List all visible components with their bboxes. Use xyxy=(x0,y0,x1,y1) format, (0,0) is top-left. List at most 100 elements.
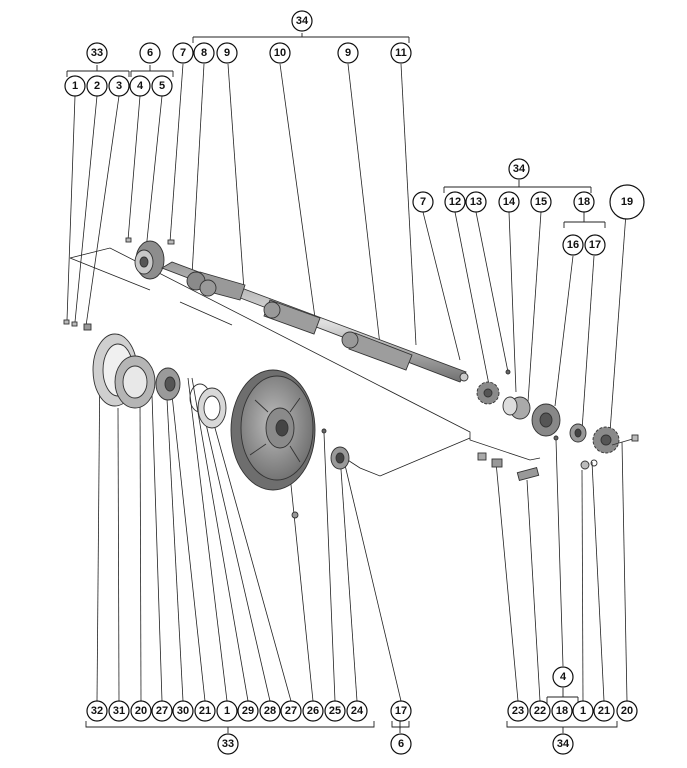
sprocket-icon xyxy=(476,381,620,454)
callout-5-top[interactable]: 5 xyxy=(151,75,173,97)
callout-4-top[interactable]: 4 xyxy=(129,75,151,97)
highlight-ring xyxy=(609,184,645,220)
callout-1-top[interactable]: 1 xyxy=(64,75,86,97)
callouts: 34 33 6 7 8 9 10 9 11 1 2 3 4 5 34 7 12 … xyxy=(64,10,645,755)
callout-19-highlighted[interactable]: 19 xyxy=(609,184,645,220)
callout-1-bottom-right[interactable]: 1 xyxy=(572,700,594,722)
callout-16-mid[interactable]: 16 xyxy=(562,234,584,256)
pulley-wheel-icon xyxy=(230,369,316,491)
callout-10-top[interactable]: 10 xyxy=(269,42,291,64)
svg-text:34: 34 xyxy=(513,163,526,175)
svg-text:20: 20 xyxy=(621,705,633,717)
svg-text:1: 1 xyxy=(72,80,78,92)
svg-text:25: 25 xyxy=(329,705,341,717)
callout-24-bottom[interactable]: 24 xyxy=(346,700,368,722)
callout-26-bottom[interactable]: 26 xyxy=(302,700,324,722)
callout-1-bottom[interactable]: 1 xyxy=(216,700,238,722)
leader-lines xyxy=(66,63,628,702)
svg-text:12: 12 xyxy=(449,196,461,208)
svg-text:21: 21 xyxy=(598,705,610,717)
svg-text:6: 6 xyxy=(398,738,404,750)
callout-6-bottom[interactable]: 6 xyxy=(390,733,412,755)
svg-text:30: 30 xyxy=(177,705,189,717)
parts xyxy=(63,237,639,519)
small-bearing-icon xyxy=(291,428,350,519)
callout-8-top[interactable]: 8 xyxy=(193,42,215,64)
svg-text:26: 26 xyxy=(307,705,319,717)
svg-text:28: 28 xyxy=(264,705,276,717)
svg-text:14: 14 xyxy=(503,196,516,208)
callout-2-top[interactable]: 2 xyxy=(86,75,108,97)
callout-31-bottom[interactable]: 31 xyxy=(108,700,130,722)
svg-text:7: 7 xyxy=(180,47,186,59)
callout-18-mid[interactable]: 18 xyxy=(573,191,595,213)
callout-33-bottom[interactable]: 33 xyxy=(217,733,239,755)
callout-4-bottom[interactable]: 4 xyxy=(552,666,574,688)
callout-23-bottom[interactable]: 23 xyxy=(507,700,529,722)
svg-text:17: 17 xyxy=(395,705,407,717)
svg-text:6: 6 xyxy=(147,47,153,59)
svg-text:13: 13 xyxy=(470,196,482,208)
svg-text:7: 7 xyxy=(420,196,426,208)
callout-3-top[interactable]: 3 xyxy=(108,75,130,97)
callout-17-bottom[interactable]: 17 xyxy=(390,700,412,722)
callout-17-mid[interactable]: 17 xyxy=(584,234,606,256)
callout-29-bottom[interactable]: 29 xyxy=(237,700,259,722)
callout-18-bottom[interactable]: 18 xyxy=(551,700,573,722)
svg-text:34: 34 xyxy=(296,15,309,27)
callout-25-bottom[interactable]: 25 xyxy=(324,700,346,722)
callout-34-mid[interactable]: 34 xyxy=(508,158,530,180)
svg-text:15: 15 xyxy=(535,196,547,208)
callout-13-mid[interactable]: 13 xyxy=(465,191,487,213)
svg-text:24: 24 xyxy=(351,705,364,717)
svg-text:17: 17 xyxy=(589,239,601,251)
bolt-icon xyxy=(477,369,639,482)
callout-6-top[interactable]: 6 xyxy=(139,42,161,64)
svg-text:23: 23 xyxy=(512,705,524,717)
svg-text:4: 4 xyxy=(560,671,567,683)
shaft-icon xyxy=(160,261,469,383)
svg-text:5: 5 xyxy=(159,80,165,92)
svg-text:27: 27 xyxy=(156,705,168,717)
callout-7-mid[interactable]: 7 xyxy=(412,191,434,213)
callout-12-mid[interactable]: 12 xyxy=(444,191,466,213)
callout-22-bottom[interactable]: 22 xyxy=(529,700,551,722)
callout-11-top[interactable]: 11 xyxy=(390,42,412,64)
small-screws-icon xyxy=(63,237,175,331)
callout-7-top[interactable]: 7 xyxy=(172,42,194,64)
svg-text:3: 3 xyxy=(116,80,122,92)
callout-30-bottom[interactable]: 30 xyxy=(172,700,194,722)
svg-text:11: 11 xyxy=(395,47,407,59)
callout-9-top-b[interactable]: 9 xyxy=(337,42,359,64)
callout-20-bottom-right[interactable]: 20 xyxy=(616,700,638,722)
brake-disc-icon xyxy=(92,333,181,409)
callout-33-top[interactable]: 33 xyxy=(86,42,108,64)
svg-text:33: 33 xyxy=(91,47,103,59)
svg-text:27: 27 xyxy=(285,705,297,717)
callout-9-top-a[interactable]: 9 xyxy=(216,42,238,64)
svg-text:9: 9 xyxy=(224,47,230,59)
spring-ring-icon xyxy=(189,383,227,429)
callout-28-bottom[interactable]: 28 xyxy=(259,700,281,722)
callout-21-bottom[interactable]: 21 xyxy=(194,700,216,722)
callout-32-bottom[interactable]: 32 xyxy=(86,700,108,722)
callout-27-bottom-a[interactable]: 27 xyxy=(151,700,173,722)
callout-34-bottom[interactable]: 34 xyxy=(552,733,574,755)
callout-15-mid[interactable]: 15 xyxy=(530,191,552,213)
callout-21-bottom-right[interactable]: 21 xyxy=(593,700,615,722)
svg-text:33: 33 xyxy=(222,738,234,750)
bracket-lines xyxy=(66,33,618,733)
callout-14-mid[interactable]: 14 xyxy=(498,191,520,213)
svg-text:19: 19 xyxy=(621,196,633,208)
callout-27-bottom-b[interactable]: 27 xyxy=(280,700,302,722)
svg-text:1: 1 xyxy=(224,705,230,717)
callout-20-bottom[interactable]: 20 xyxy=(130,700,152,722)
svg-text:32: 32 xyxy=(91,705,103,717)
callout-34-top[interactable]: 34 xyxy=(291,10,313,32)
svg-text:18: 18 xyxy=(556,705,568,717)
bearing-icon xyxy=(502,396,587,443)
svg-text:22: 22 xyxy=(534,705,546,717)
svg-text:8: 8 xyxy=(201,47,207,59)
svg-text:9: 9 xyxy=(345,47,351,59)
